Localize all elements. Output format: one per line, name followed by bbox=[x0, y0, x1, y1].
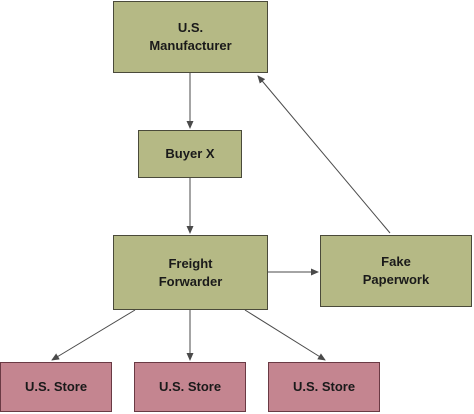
edge-forwarder-to-store-3 bbox=[244, 309, 326, 361]
node-us-store-1-label: U.S. Store bbox=[24, 379, 88, 394]
node-us-manufacturer-label: U.S. Manufacturer bbox=[149, 20, 232, 53]
node-us-manufacturer: U.S. Manufacturer bbox=[113, 1, 268, 73]
node-us-store-3-label: U.S. Store bbox=[292, 379, 356, 394]
node-freight-forwarder: Freight Forwarder bbox=[113, 235, 268, 310]
node-us-store-1: U.S. Store bbox=[0, 362, 112, 412]
node-fake-paperwork-label: Fake Paperwork bbox=[362, 254, 430, 287]
node-freight-forwarder-label: Freight Forwarder bbox=[158, 255, 223, 289]
node-buyer-x: Buyer X bbox=[138, 130, 242, 178]
node-us-store-2: U.S. Store bbox=[134, 362, 246, 412]
node-us-store-3: U.S. Store bbox=[268, 362, 380, 412]
node-buyer-x-label: Buyer X bbox=[165, 146, 215, 161]
node-us-store-2-label: U.S. Store bbox=[158, 379, 222, 394]
edge-paperwork-to-manufacturer bbox=[257, 75, 391, 234]
node-fake-paperwork: Fake Paperwork bbox=[320, 235, 472, 307]
edge-forwarder-to-store-1 bbox=[51, 309, 136, 361]
